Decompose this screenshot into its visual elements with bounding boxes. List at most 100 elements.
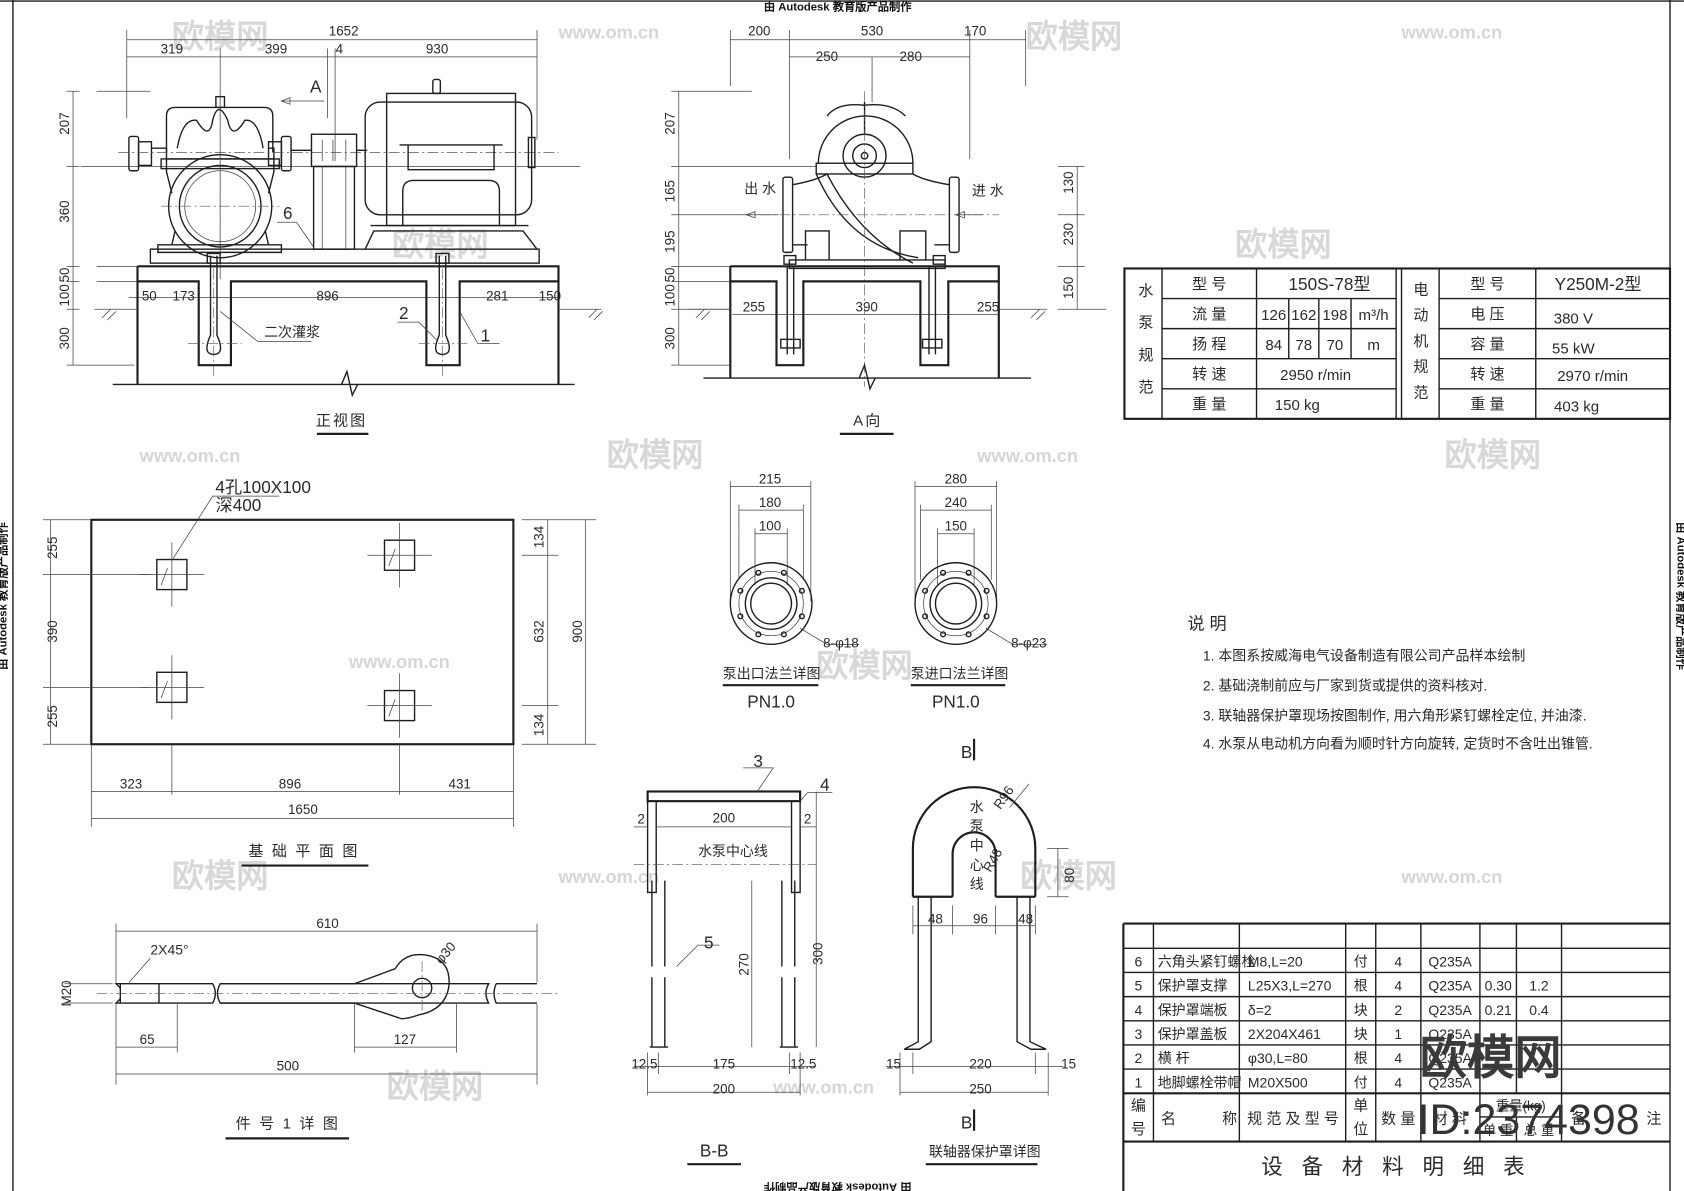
watermark-text: 欧模网 (172, 858, 269, 894)
spec-label: 转 速 (1192, 366, 1226, 383)
dim-text: 48 (1018, 912, 1033, 927)
dim-text: 200 (748, 23, 770, 38)
bom-cell-material: Q235A (1428, 1026, 1472, 1042)
pump-end-view (741, 91, 999, 387)
dim-text: 96 (973, 912, 988, 927)
bom-header: 材 料 (1433, 1110, 1467, 1127)
watermark-text: 欧模网 (607, 437, 704, 473)
pump-spec-heading: 水 (1138, 282, 1153, 299)
bom-header: 编 (1131, 1097, 1146, 1114)
dim-text: 48 (928, 912, 943, 927)
hole-depth-note: 深400 (216, 495, 262, 515)
note-item: 3. 联轴器保护罩现场按图制作, 用六角形紧钉螺栓定位, 并油漆. (1203, 708, 1587, 724)
watermark-url: www.om.cn (348, 651, 450, 672)
support-legs (649, 880, 798, 1048)
part-label-5: 5 (704, 932, 714, 952)
autodesk-note-left: 由 Autodesk 教育版产品制作 (0, 521, 9, 669)
motor-spec-heading: 电 (1413, 281, 1428, 298)
view-title-guard: 联轴器保护罩详图 (929, 1144, 1041, 1160)
dim-text: 150 (945, 519, 967, 534)
bom-cell-unit: 付 (1354, 954, 1368, 970)
section-mark: B (961, 742, 972, 762)
bolt-shank (220, 968, 400, 1019)
centerline-label: 水 (970, 799, 984, 815)
bom-cell-spec: φ30,L=80 (1248, 1050, 1308, 1066)
outlet-flange-detail: 215 180 100 8-φ18 泵出口法兰详图 PN1.0 (723, 471, 860, 712)
view-title-bb: B-B (700, 1141, 729, 1161)
bom-cell-qty: 4 (1394, 978, 1402, 994)
dim-text: 399 (265, 42, 287, 57)
pump-model: 150S-78型 (1289, 274, 1371, 294)
dim-text: 165 (662, 180, 677, 202)
dimension-lines (66, 30, 580, 366)
watermark-stamp: 欧模网 (1420, 1032, 1562, 1085)
anchor-bolt (187, 252, 468, 376)
flow-unit: m³/h (1359, 307, 1389, 324)
dim-text: 250 (816, 49, 838, 64)
dim-text: 134 (531, 713, 546, 736)
bom-cell-total-w: 0.4 (1529, 1002, 1549, 1018)
bom-cell-material: Q235A (1428, 978, 1472, 994)
dim-text: 50 (662, 267, 677, 282)
bom-cell-spec: δ=2 (1248, 1002, 1272, 1018)
dim-overall-length: 1652 (329, 23, 359, 38)
dim-text: 240 (945, 495, 967, 510)
motor-spec-heading: 动 (1413, 307, 1428, 324)
bom-header: 称 (1222, 1110, 1237, 1127)
bolt-hole (965, 569, 972, 576)
leader-lines (219, 221, 500, 345)
centerline-label: 心 (970, 857, 984, 873)
bolt-hole (940, 569, 947, 576)
dim-text: 250 (969, 1081, 991, 1096)
part-label-1: 1 (481, 326, 491, 346)
foundation (687, 265, 1048, 391)
dim-text: 632 (531, 620, 546, 642)
leader-line (171, 495, 280, 561)
bom-cell-no: 5 (1135, 978, 1143, 994)
dim-text: 896 (316, 289, 338, 304)
view-title-front: 正视图 (316, 412, 368, 429)
bom-cell-qty: 4 (1394, 954, 1402, 970)
dim-text: 215 (759, 471, 781, 486)
dim-text: 207 (662, 112, 677, 134)
bolt-holes (737, 569, 805, 638)
bolt-hole (983, 587, 990, 594)
pump-speed: 2950 r/min (1280, 367, 1351, 384)
dim-text: 15 (886, 1057, 901, 1072)
centerline-label: 线 (970, 876, 984, 892)
dim-text: 530 (861, 23, 883, 38)
dim-text: 281 (486, 289, 508, 304)
dim-text: 130 (1061, 171, 1076, 193)
dim-text: 360 (57, 200, 72, 222)
dim-text: 323 (120, 776, 142, 791)
motor-spec-heading: 范 (1413, 384, 1428, 401)
dim-text: 270 (737, 953, 752, 975)
view-title-a: A向 (853, 412, 882, 429)
dim-text: 255 (45, 537, 60, 559)
dim-text: 255 (45, 705, 60, 727)
motor (364, 78, 538, 250)
bom-cell-unit: 块 (1354, 1002, 1368, 1018)
watermark-url: www.om.cn (557, 866, 659, 887)
bom-cell-material: Q235A (1428, 1050, 1472, 1066)
bom-cell-material: Q235A (1428, 954, 1472, 970)
autodesk-note-bottom: 由 Autodesk 教育版产品制作 (763, 1180, 911, 1191)
part-label-4: 4 (820, 774, 830, 794)
grout-label: 二次灌浆 (264, 324, 320, 340)
dim-text: 230 (1061, 223, 1076, 245)
bom-header: 规 范 及 型 号 (1247, 1110, 1339, 1127)
watermark-url: www.om.cn (139, 445, 241, 466)
dim-text: 100 (662, 284, 677, 306)
base-plate (149, 248, 540, 264)
bom-cell-total-w: 1.2 (1529, 978, 1549, 994)
guard-outline (911, 786, 1037, 898)
dim-text: 170 (964, 23, 986, 38)
section-a-label: A (310, 76, 322, 96)
dim-text: 100 (759, 519, 781, 534)
centerline-label: 中 (970, 838, 984, 854)
bom-cell-name: 保护罩端板 (1158, 1002, 1228, 1018)
bom-cell-name: 保护罩支撑 (1158, 978, 1228, 994)
bolt-hole (755, 569, 762, 576)
inlet-flange-detail: 280 240 150 8-φ23 泵进口法兰详图 PN1.0 (911, 471, 1048, 712)
